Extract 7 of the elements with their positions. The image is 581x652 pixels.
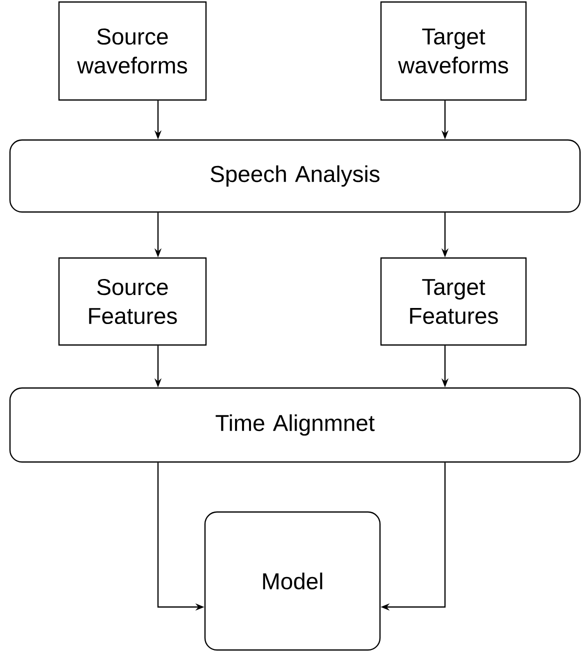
model-box: Model bbox=[204, 511, 381, 651]
process-band: Time Alignmnet bbox=[9, 387, 581, 463]
process-box: Source Features bbox=[58, 257, 207, 346]
process-box: Source waveforms bbox=[58, 1, 207, 101]
process-box: Target Features bbox=[380, 257, 527, 346]
process-box: Target waveforms bbox=[380, 1, 527, 101]
process-band: Speech Analysis bbox=[9, 139, 581, 213]
